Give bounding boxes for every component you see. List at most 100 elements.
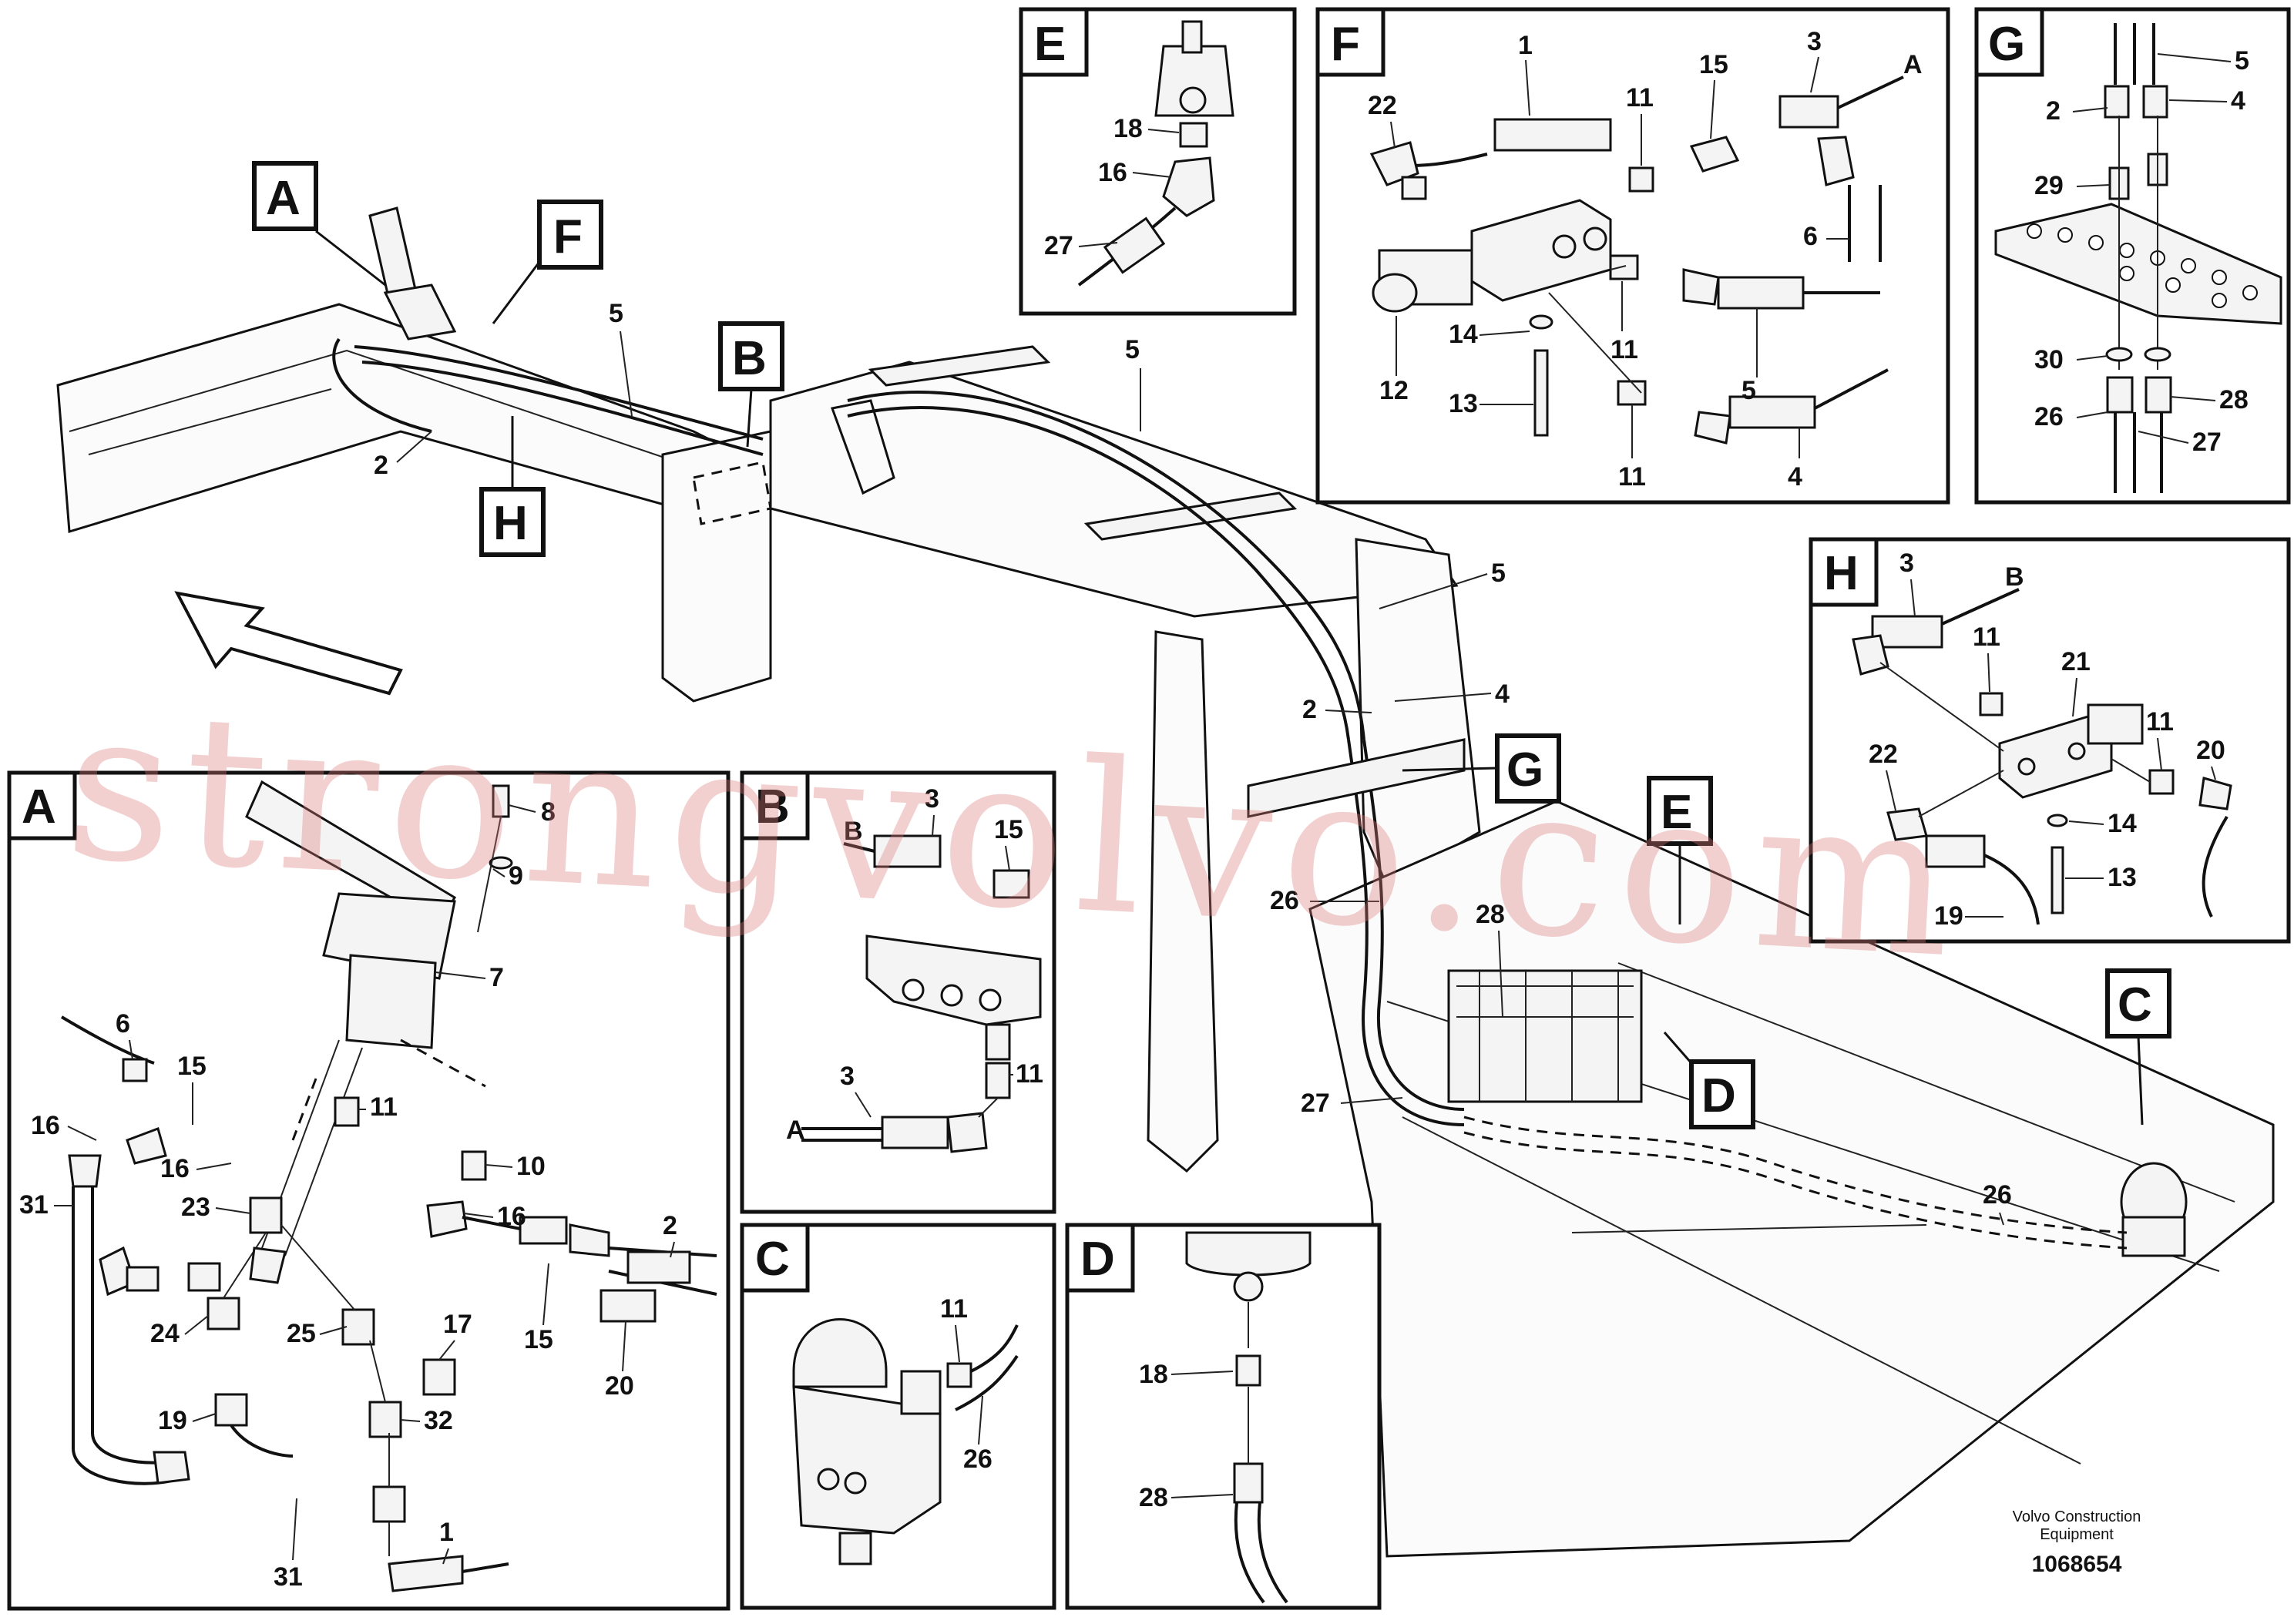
svg-text:B: B	[844, 817, 863, 846]
svg-text:18: 18	[1113, 114, 1143, 143]
callout-E[interactable]: E	[1647, 776, 1713, 924]
svg-text:A: A	[266, 172, 301, 225]
svg-text:19: 19	[158, 1406, 187, 1435]
svg-text:14: 14	[1449, 320, 1478, 349]
panel-H: H 3 B 11 21 11 22 20 14 19 13	[1809, 537, 2291, 944]
svg-text:C: C	[755, 1233, 790, 1286]
svg-text:22: 22	[1368, 91, 1397, 120]
svg-text:A: A	[786, 1116, 805, 1145]
svg-text:11: 11	[2146, 707, 2174, 737]
fitting-18	[1179, 122, 1208, 148]
svg-text:4: 4	[1495, 679, 1510, 709]
svg-text:Volvo Construction: Volvo Construction	[2013, 1508, 2141, 1525]
svg-text:2: 2	[2046, 96, 2061, 126]
svg-text:12: 12	[1379, 376, 1409, 405]
svg-text:24: 24	[150, 1319, 180, 1348]
tower-post	[1147, 630, 1219, 1173]
svg-text:3: 3	[1899, 549, 1914, 578]
svg-text:3: 3	[1807, 27, 1822, 56]
svg-text:2: 2	[1302, 695, 1317, 724]
svg-text:15: 15	[1699, 50, 1728, 79]
panel-D: D 18 28	[1065, 1223, 1382, 1610]
svg-text:11: 11	[1626, 83, 1654, 112]
svg-text:C: C	[2118, 978, 2152, 1032]
hose-bundle-boom	[847, 391, 1365, 740]
pilot-pedal	[368, 206, 418, 302]
svg-text:27: 27	[2192, 428, 2222, 457]
svg-text:3: 3	[925, 784, 939, 814]
callout-G[interactable]: G	[1402, 733, 1561, 804]
panel-E: E 18 16 27	[1019, 7, 1297, 316]
panel-A: A	[7, 770, 731, 1611]
svg-text:A: A	[22, 780, 56, 834]
panel-G: G 5 2 4 29 30 28 26 27	[1974, 7, 2291, 505]
svg-text:H: H	[1824, 547, 1859, 600]
svg-text:E: E	[1034, 18, 1066, 71]
panel-F: F 1 22 11 15 3	[1315, 7, 1950, 505]
svg-text:20: 20	[605, 1371, 634, 1401]
hose-bundle-upper	[354, 345, 764, 441]
svg-text:1: 1	[1518, 31, 1533, 60]
svg-text:1068654: 1068654	[2032, 1552, 2122, 1577]
svg-text:10: 10	[516, 1152, 546, 1181]
svg-text:16: 16	[31, 1111, 60, 1140]
elbow-16	[1162, 156, 1215, 217]
svg-text:17: 17	[443, 1310, 472, 1339]
svg-text:13: 13	[2108, 863, 2137, 892]
svg-text:6: 6	[116, 1009, 130, 1038]
svg-text:19: 19	[1934, 901, 1963, 931]
svg-text:15: 15	[994, 815, 1023, 844]
svg-text:11: 11	[370, 1092, 398, 1122]
svg-text:29: 29	[2034, 171, 2064, 200]
svg-text:E: E	[1661, 786, 1692, 839]
svg-text:3: 3	[840, 1062, 855, 1091]
svg-text:7: 7	[489, 963, 504, 992]
svg-text:2: 2	[374, 451, 388, 480]
svg-text:20: 20	[2196, 736, 2225, 765]
svg-text:27: 27	[1301, 1089, 1330, 1118]
svg-text:H: H	[493, 497, 528, 550]
callout-D[interactable]: D	[1663, 1032, 1755, 1129]
svg-text:G: G	[1506, 743, 1543, 797]
svg-text:22: 22	[1869, 740, 1898, 769]
svg-text:D: D	[1701, 1069, 1736, 1122]
svg-text:21: 21	[2061, 647, 2091, 676]
svg-text:14: 14	[2108, 809, 2137, 838]
callout-A[interactable]: A	[252, 161, 386, 287]
callout-H[interactable]: H	[479, 416, 546, 557]
svg-text:1: 1	[439, 1518, 454, 1547]
callout-B[interactable]: B	[692, 321, 784, 525]
svg-text:31: 31	[274, 1562, 303, 1592]
svg-text:16: 16	[1098, 158, 1127, 187]
callout-C[interactable]: C	[2105, 968, 2171, 1126]
footer: Volvo Construction Equipment 1068654	[2013, 1508, 2141, 1577]
svg-text:31: 31	[19, 1190, 49, 1220]
svg-text:27: 27	[1044, 231, 1073, 260]
svg-text:28: 28	[2219, 385, 2249, 414]
svg-text:11: 11	[1611, 335, 1638, 364]
svg-text:6: 6	[1803, 222, 1818, 251]
svg-text:5: 5	[609, 299, 623, 328]
svg-text:4: 4	[1788, 462, 1802, 492]
svg-text:G: G	[1988, 18, 2025, 71]
svg-text:11: 11	[1016, 1059, 1043, 1089]
svg-text:5: 5	[1491, 559, 1506, 588]
svg-text:26: 26	[1983, 1180, 2012, 1210]
svg-text:28: 28	[1476, 900, 1505, 929]
svg-text:23: 23	[181, 1193, 210, 1222]
svg-text:32: 32	[424, 1406, 453, 1435]
callout-F[interactable]: F	[492, 200, 603, 324]
svg-text:26: 26	[963, 1444, 992, 1474]
svg-text:16: 16	[497, 1202, 526, 1231]
svg-text:11: 11	[1973, 622, 2000, 652]
svg-text:15: 15	[177, 1052, 207, 1081]
svg-text:15: 15	[524, 1325, 553, 1354]
svg-text:B: B	[2005, 562, 2024, 592]
svg-text:4: 4	[2231, 86, 2245, 116]
forward-arrow-icon	[174, 591, 403, 696]
main-labels: 5 2 5 5 2 4 26 28 27 26	[374, 299, 2012, 1226]
svg-text:B: B	[755, 780, 790, 834]
svg-text:5: 5	[2235, 46, 2249, 75]
